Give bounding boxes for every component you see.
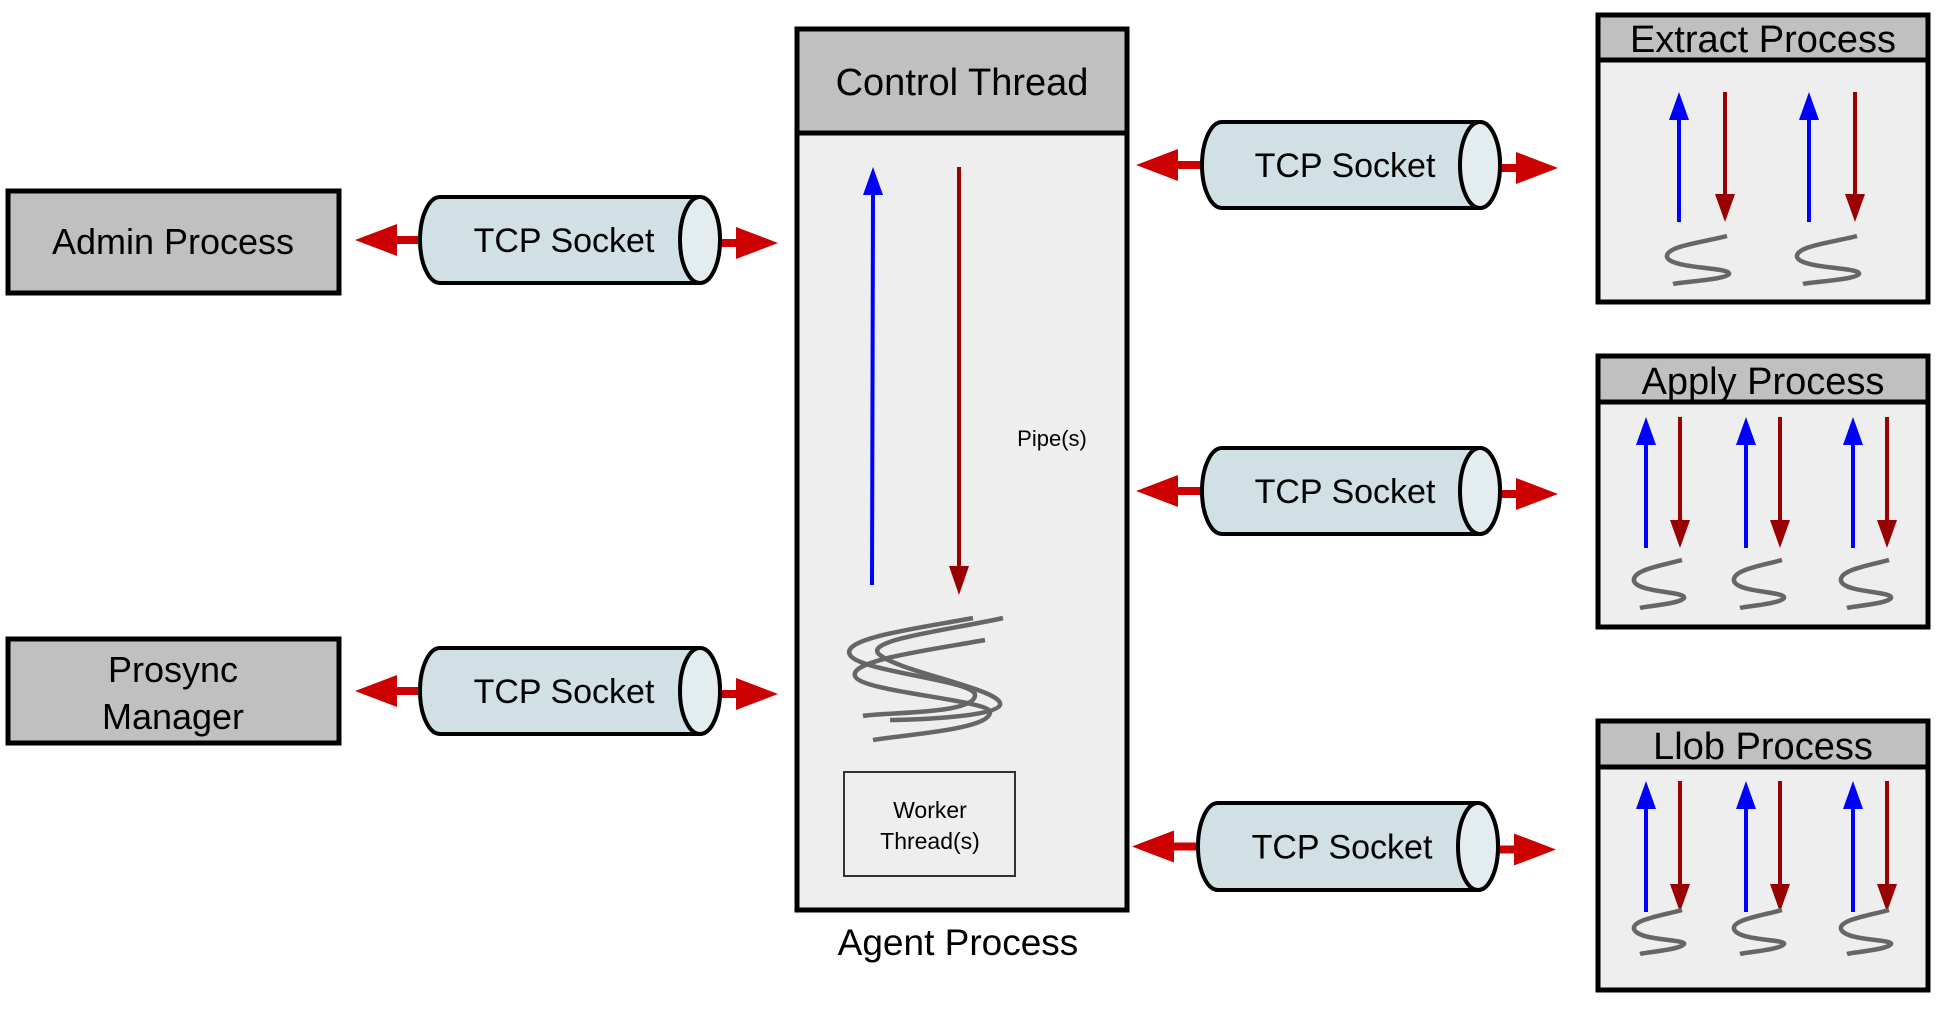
socket-llob: TCP Socket bbox=[1132, 801, 1556, 892]
connector-left-arrow bbox=[1136, 149, 1202, 181]
socket-apply: TCP Socket bbox=[1136, 446, 1558, 536]
process-header bbox=[1595, 353, 1931, 405]
thread-squiggle-icon bbox=[1731, 557, 1787, 611]
llob-process-box: Llob Process bbox=[1595, 718, 1931, 993]
control-thread-header bbox=[794, 26, 1130, 136]
connector-left-arrow bbox=[1132, 830, 1198, 863]
extract-process-box: Extract Process bbox=[1595, 12, 1931, 305]
socket-label: TCP Socket bbox=[1255, 147, 1436, 185]
socket-label: TCP Socket bbox=[1255, 473, 1436, 511]
socket-label: TCP Socket bbox=[1252, 829, 1433, 867]
prosync-manager-label-line2: Manager bbox=[102, 696, 244, 737]
pipe-up-arrow bbox=[1843, 781, 1863, 912]
thread-squiggle-icon bbox=[1838, 557, 1894, 611]
thread-squiggle-icon bbox=[1664, 233, 1732, 287]
socket-label: TCP Socket bbox=[474, 673, 655, 711]
socket-admin: TCP Socket bbox=[355, 195, 778, 285]
connector-right-arrow bbox=[1498, 152, 1558, 184]
pipe-down-arrow bbox=[1715, 92, 1735, 222]
thread-squiggle-icon bbox=[1731, 907, 1787, 957]
socket-label: TCP Socket bbox=[474, 222, 655, 260]
socket-extract: TCP Socket bbox=[1136, 120, 1558, 210]
socket-prosync: TCP Socket bbox=[355, 646, 778, 736]
pipe-up-arrow bbox=[1636, 417, 1656, 548]
pipe-up-arrow bbox=[1843, 417, 1863, 548]
pipe-down-arrow bbox=[1770, 781, 1790, 912]
pipe-up-arrow bbox=[1736, 417, 1756, 548]
agent-process-box: Control Thread Pipe(s) Worker Thread(s) bbox=[794, 26, 1130, 913]
thread-squiggle-icon bbox=[1631, 557, 1687, 611]
socket-cylinder-end bbox=[1458, 120, 1502, 210]
worker-threads-label-line1: Worker bbox=[893, 797, 967, 823]
connector-right-arrow bbox=[718, 678, 778, 710]
pipe-down-arrow bbox=[1845, 92, 1865, 222]
process-title: Extract Process bbox=[1630, 19, 1896, 61]
admin-process-label: Admin Process bbox=[52, 221, 294, 262]
connector-left-arrow bbox=[1136, 475, 1202, 507]
worker-threads-squiggle-icon bbox=[846, 615, 1004, 743]
connector-left-arrow bbox=[355, 224, 420, 256]
admin-process-box: Admin Process bbox=[5, 188, 342, 296]
pipe-down-arrow bbox=[1670, 781, 1690, 912]
pipe-up-arrow bbox=[863, 167, 883, 586]
pipe-up-arrow bbox=[1736, 781, 1756, 912]
connector-left-arrow bbox=[355, 675, 420, 707]
pipe-down-arrow bbox=[949, 167, 969, 595]
worker-threads-label-line2: Thread(s) bbox=[880, 828, 980, 854]
pipe-down-arrow bbox=[1770, 417, 1790, 548]
thread-squiggle-icon bbox=[1631, 907, 1687, 957]
pipe-down-arrow bbox=[1877, 781, 1897, 912]
pipe-up-arrow bbox=[1669, 92, 1689, 222]
control-thread-label: Control Thread bbox=[836, 62, 1089, 104]
connector-right-arrow bbox=[1498, 478, 1558, 510]
socket-cylinder-end bbox=[1458, 446, 1502, 536]
agent-process-caption: Agent Process bbox=[838, 922, 1079, 963]
connector-right-arrow bbox=[718, 227, 778, 259]
prosync-manager-box: Prosync Manager bbox=[5, 636, 342, 746]
worker-threads-box: Worker Thread(s) bbox=[843, 771, 1016, 877]
pipe-up-arrow bbox=[1636, 781, 1656, 912]
thread-squiggle-icon bbox=[1838, 907, 1894, 957]
socket-cylinder-end bbox=[678, 195, 722, 285]
process-title: Llob Process bbox=[1653, 726, 1873, 768]
apply-process-box: Apply Process bbox=[1595, 353, 1931, 630]
pipe-up-arrow bbox=[1799, 92, 1819, 222]
thread-squiggle-icon bbox=[1794, 233, 1862, 287]
pipe-down-arrow bbox=[1670, 417, 1690, 548]
pipe-down-arrow bbox=[1877, 417, 1897, 548]
socket-cylinder-end bbox=[678, 646, 722, 736]
pipes-label: Pipe(s) bbox=[1017, 426, 1087, 451]
prosync-manager-label-line1: Prosync bbox=[108, 649, 238, 690]
process-header bbox=[1595, 12, 1931, 63]
connector-right-arrow bbox=[1496, 833, 1556, 866]
process-title: Apply Process bbox=[1642, 361, 1885, 403]
process-header bbox=[1595, 718, 1931, 770]
socket-cylinder-end bbox=[1456, 801, 1500, 892]
